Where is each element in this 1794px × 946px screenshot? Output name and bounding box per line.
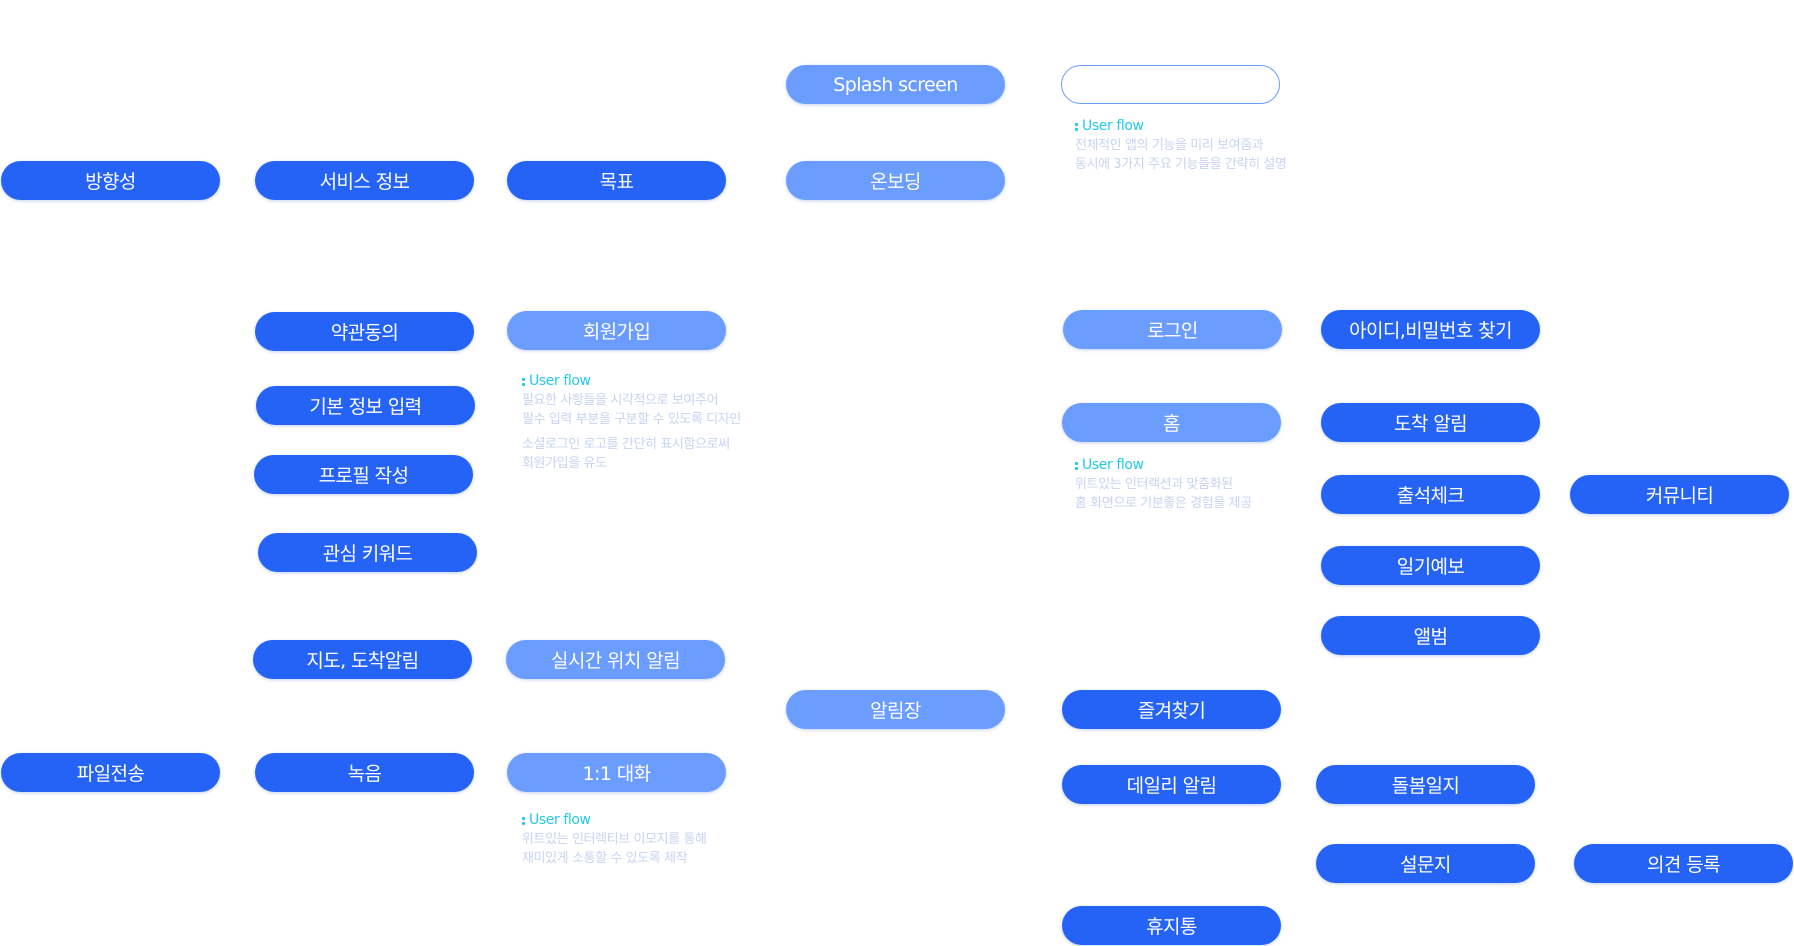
note-signup: User flow 필요한 사항들을 시각적으로 보여주어 필수 입력 부분을 … — [522, 372, 741, 473]
vertical-dots-icon — [1075, 461, 1078, 470]
note-line: 홈 화면으로 기분좋은 경험을 제공 — [1075, 496, 1252, 511]
note-title: User flow — [529, 812, 591, 828]
note-title: User flow — [529, 373, 591, 389]
note-line: 위트있는 인터렉티브 이모지를 통해 — [522, 832, 707, 847]
note-title: User flow — [1082, 118, 1144, 134]
node-arrival-alert: 도착 알림 — [1321, 403, 1540, 442]
node-chat-1on1: 1:1 대화 — [507, 753, 726, 792]
note-line: 소셜로그인 로고를 간단히 표시함으로써 — [522, 437, 730, 452]
note-title: User flow — [1082, 457, 1144, 473]
node-home: 홈 — [1062, 403, 1281, 442]
note-home: User flow 위트있는 인터랙션과 맞춤화된 홈 화면으로 기분좋은 경험… — [1075, 456, 1252, 513]
note-line: 재미있게 소통할 수 있도록 제작 — [522, 851, 688, 866]
note-line: 위트있는 인터랙션과 맞춤화된 — [1075, 477, 1233, 492]
note-line: 회원가입을 유도 — [522, 456, 607, 471]
node-terms: 약관동의 — [255, 312, 474, 351]
node-onboarding: 온보딩 — [786, 161, 1005, 200]
node-basic-info: 기본 정보 입력 — [256, 386, 475, 425]
node-realtime-location: 실시간 위치 알림 — [506, 640, 725, 679]
node-find-id-pw: 아이디,비밀번호 찾기 — [1321, 310, 1540, 349]
node-opinion: 의견 등록 — [1574, 844, 1793, 883]
note-line: 필요한 사항들을 시각적으로 보여주어 — [522, 393, 719, 408]
node-recording: 녹음 — [255, 753, 474, 792]
node-community: 커뮤니티 — [1570, 475, 1789, 514]
note-chat: User flow 위트있는 인터렉티브 이모지를 통해 재미있게 소통할 수 … — [522, 811, 707, 868]
node-login: 로그인 — [1063, 310, 1282, 349]
vertical-dots-icon — [1075, 122, 1078, 131]
node-survey: 설문지 — [1316, 844, 1535, 883]
node-goal: 목표 — [507, 161, 726, 200]
node-file-transfer: 파일전송 — [1, 753, 220, 792]
node-map-arrival: 지도, 도착알림 — [253, 640, 472, 679]
node-attendance: 출석체크 — [1321, 475, 1540, 514]
node-weather: 일기예보 — [1321, 546, 1540, 585]
note-onboarding: User flow 전체적인 앱의 기능을 미리 보여줌과 동시에 3가지 주요… — [1075, 117, 1287, 174]
node-empty-outline — [1061, 65, 1280, 104]
node-splash: Splash screen — [786, 65, 1005, 104]
note-line: 전체적인 앱의 기능을 미리 보여줌과 — [1075, 138, 1264, 153]
node-service-info: 서비스 정보 — [255, 161, 474, 200]
node-daily-alert: 데일리 알림 — [1062, 765, 1281, 804]
vertical-dots-icon — [522, 816, 525, 825]
note-line: 동시에 3가지 주요 기능들을 간략히 설명 — [1075, 157, 1287, 172]
node-trash: 휴지통 — [1062, 906, 1281, 945]
node-album: 앨범 — [1321, 616, 1540, 655]
node-favorites: 즐겨찾기 — [1062, 690, 1281, 729]
node-keyword: 관심 키워드 — [258, 533, 477, 572]
note-line: 필수 입력 부분을 구분할 수 있도록 디자인 — [522, 412, 741, 427]
node-profile: 프로필 작성 — [254, 455, 473, 494]
node-notice-board: 알림장 — [786, 690, 1005, 729]
vertical-dots-icon — [522, 377, 525, 386]
node-banghyangseong: 방향성 — [1, 161, 220, 200]
node-signup: 회원가입 — [507, 311, 726, 350]
node-care-diary: 돌봄일지 — [1316, 765, 1535, 804]
